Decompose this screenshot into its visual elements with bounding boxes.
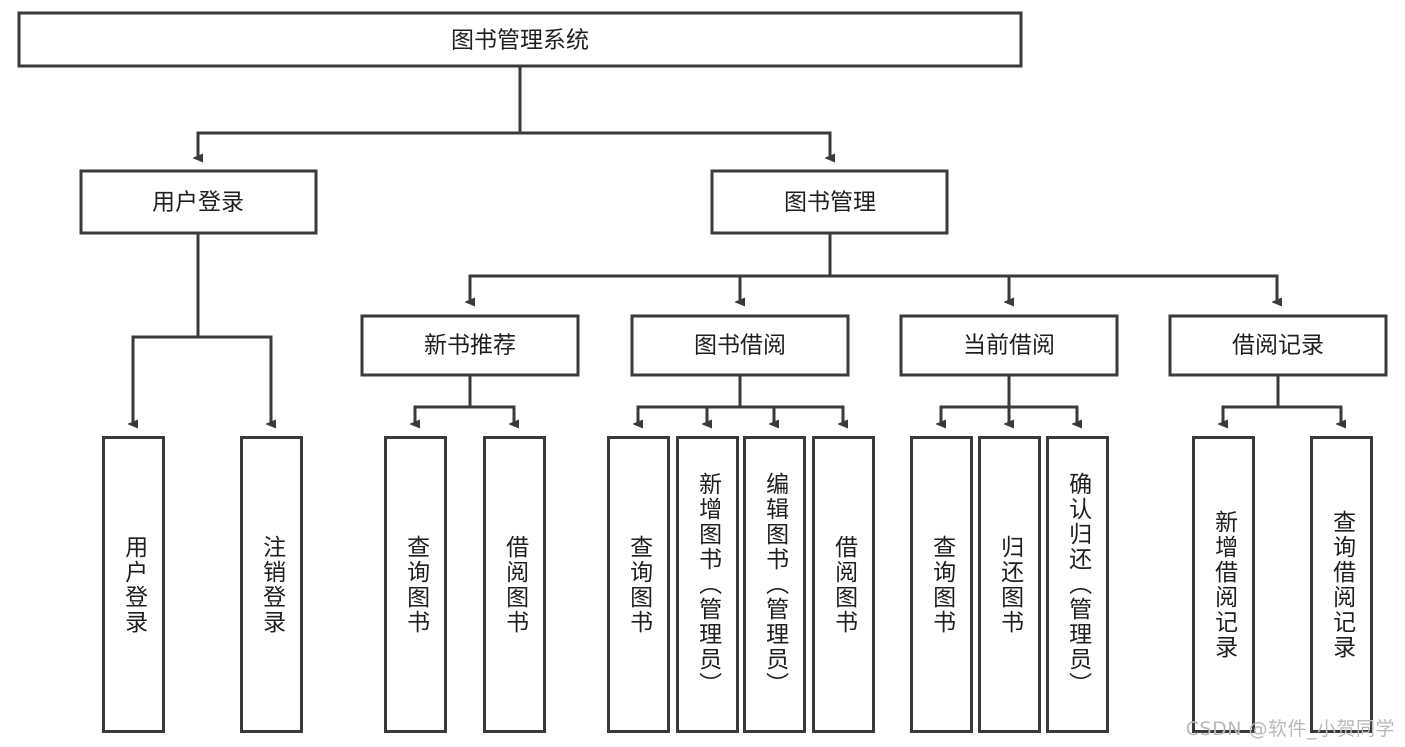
node-current-borrow-label: 当前借阅	[963, 333, 1055, 359]
leaf-node-borrow-book[interactable]: 借阅图书	[812, 436, 875, 733]
node-book-borrow[interactable]: 图书借阅	[630, 314, 850, 377]
leaf-node-edit-book-admin[interactable]: 编辑图书（管理员）	[743, 436, 806, 733]
leaf-label: 查询图书	[928, 534, 955, 635]
leaf-label: 确认归还（管理员）	[1064, 472, 1091, 697]
leaf-node-query-borrow-record[interactable]: 查询借阅记录	[1310, 436, 1373, 733]
leaf-label: 借阅图书	[501, 534, 528, 635]
node-user-login-label: 用户登录	[152, 190, 244, 216]
node-new-book-recommend[interactable]: 新书推荐	[360, 314, 580, 377]
node-borrow-records[interactable]: 借阅记录	[1168, 314, 1388, 377]
connector-borrow-records-to-leaves	[1223, 373, 1341, 424]
node-book-management-label: 图书管理	[784, 190, 876, 216]
connector-book-management-to-level3	[470, 231, 1277, 302]
leaf-node-query-book-recommend[interactable]: 查询图书	[384, 436, 447, 733]
node-current-borrow[interactable]: 当前借阅	[899, 314, 1119, 377]
leaf-label: 借阅图书	[830, 534, 857, 635]
leaf-label: 新增借阅记录	[1210, 509, 1237, 660]
connector-book-borrow-to-leaves	[638, 373, 843, 424]
leaf-label: 新增图书（管理员）	[694, 472, 721, 697]
leaf-label: 查询图书	[625, 534, 652, 635]
leaf-node-borrow-book-recommend[interactable]: 借阅图书	[483, 436, 546, 733]
node-user-login[interactable]: 用户登录	[79, 169, 318, 235]
leaf-node-user-login[interactable]: 用户登录	[102, 436, 165, 733]
connector-root-to-level2	[198, 64, 830, 158]
connector-user-login-to-leaves	[133, 231, 271, 424]
leaf-label: 用户登录	[120, 534, 147, 635]
leaf-node-logout[interactable]: 注销登录	[240, 436, 303, 733]
leaf-node-query-book-current[interactable]: 查询图书	[910, 436, 973, 733]
node-book-management[interactable]: 图书管理	[710, 169, 949, 235]
connector-current-borrow-to-leaves	[941, 373, 1077, 424]
connector-new-book-recommend-to-leaves	[415, 373, 514, 424]
node-book-borrow-label: 图书借阅	[694, 333, 786, 359]
leaf-node-add-book-admin[interactable]: 新增图书（管理员）	[676, 436, 739, 733]
leaf-node-return-book[interactable]: 归还图书	[978, 436, 1041, 733]
node-new-book-recommend-label: 新书推荐	[424, 333, 516, 359]
leaf-node-confirm-return-admin[interactable]: 确认归还（管理员）	[1046, 436, 1109, 733]
leaf-label: 编辑图书（管理员）	[761, 472, 788, 697]
leaf-label: 查询图书	[402, 534, 429, 635]
leaf-label: 查询借阅记录	[1328, 509, 1355, 660]
leaf-label: 注销登录	[258, 534, 285, 635]
node-borrow-records-label: 借阅记录	[1232, 333, 1324, 359]
node-root-label: 图书管理系统	[451, 28, 589, 54]
node-root[interactable]: 图书管理系统	[17, 11, 1023, 68]
leaf-node-add-borrow-record[interactable]: 新增借阅记录	[1192, 436, 1255, 733]
leaf-label: 归还图书	[996, 534, 1023, 635]
leaf-node-query-book-borrow[interactable]: 查询图书	[607, 436, 670, 733]
